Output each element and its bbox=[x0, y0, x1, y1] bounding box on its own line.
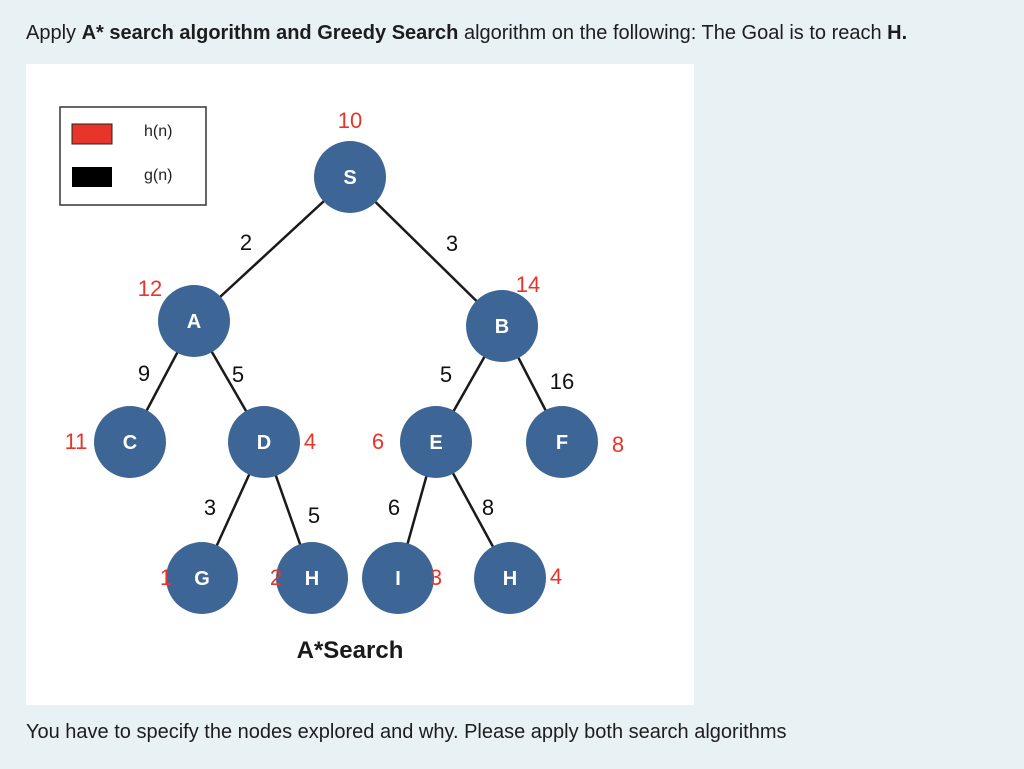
node-s-label: S bbox=[343, 167, 356, 189]
prompt-text-1: Apply bbox=[26, 22, 82, 44]
node-b-heuristic: 14 bbox=[516, 272, 540, 297]
node-f-label: F bbox=[556, 432, 568, 454]
tree-edges bbox=[128, 176, 564, 579]
node-f-heuristic: 8 bbox=[612, 432, 624, 457]
node-c-label: C bbox=[123, 432, 137, 454]
node-a-circle bbox=[158, 285, 230, 357]
node-h1-heuristic: 2 bbox=[270, 565, 282, 590]
edge-cost-d-h1: 5 bbox=[308, 503, 320, 528]
edge-cost-b-e: 5 bbox=[440, 362, 452, 387]
node-i-label: I bbox=[395, 568, 401, 590]
edge-cost-s-a: 2 bbox=[240, 230, 252, 255]
edge-cost-d-g: 3 bbox=[204, 495, 216, 520]
node-c-circle bbox=[94, 406, 166, 478]
node-i-heuristic: 3 bbox=[430, 565, 442, 590]
node-f-circle bbox=[526, 406, 598, 478]
node-c-heuristic: 11 bbox=[65, 429, 88, 454]
legend-label-cost: g(n) bbox=[144, 167, 172, 184]
node-d-label: D bbox=[257, 432, 271, 454]
legend-label-heuristic: h(n) bbox=[144, 123, 172, 140]
edge-cost-b-f: 16 bbox=[550, 369, 574, 394]
instruction-text: You have to specify the nodes explored a… bbox=[26, 721, 787, 743]
legend-frame bbox=[59, 106, 207, 206]
node-a-label: A bbox=[187, 311, 201, 333]
edge-cost-e-i: 6 bbox=[388, 495, 400, 520]
prompt-text-2: algorithm on the following: The Goal is … bbox=[458, 22, 888, 44]
node-h1-circle bbox=[276, 542, 348, 614]
node-b-circle bbox=[466, 290, 538, 362]
node-d-circle bbox=[228, 406, 300, 478]
prompt-bold-algorithms: A* search algorithm and Greedy Search bbox=[81, 22, 459, 44]
edge-cost-a-c: 9 bbox=[138, 361, 150, 386]
node-g-heuristic: 1 bbox=[160, 565, 172, 590]
node-h1-label: H bbox=[305, 568, 319, 590]
node-d-heuristic: 4 bbox=[304, 429, 316, 454]
question-prompt: Apply A* search algorithm and Greedy Sea… bbox=[26, 22, 907, 45]
node-g-circle bbox=[166, 542, 238, 614]
node-e-circle bbox=[400, 406, 472, 478]
edge-cost-e-h2: 8 bbox=[482, 495, 494, 520]
legend-swatch-heuristic bbox=[71, 123, 113, 145]
prompt-bold-goal: H. bbox=[887, 22, 908, 44]
tree-nodes: S A B C D E F G H I H bbox=[94, 141, 598, 614]
edge-cost-a-d: 5 bbox=[232, 362, 244, 387]
node-i-circle bbox=[362, 542, 434, 614]
node-s-circle bbox=[314, 141, 386, 213]
node-s-heuristic: 10 bbox=[338, 108, 362, 133]
node-e-heuristic: 6 bbox=[372, 429, 384, 454]
edge-cost-s-b: 3 bbox=[446, 231, 458, 256]
legend-box: h(n) g(n) bbox=[59, 106, 207, 206]
node-e-label: E bbox=[429, 432, 442, 454]
node-g-label: G bbox=[194, 568, 210, 590]
node-h2-heuristic: 4 bbox=[550, 564, 562, 589]
node-b-label: B bbox=[495, 316, 509, 338]
node-h2-circle bbox=[474, 542, 546, 614]
legend-swatch-cost bbox=[72, 167, 112, 187]
diagram-caption: A*Search bbox=[297, 637, 404, 664]
node-a-heuristic: 12 bbox=[138, 276, 162, 301]
node-h2-label: H bbox=[503, 568, 517, 590]
